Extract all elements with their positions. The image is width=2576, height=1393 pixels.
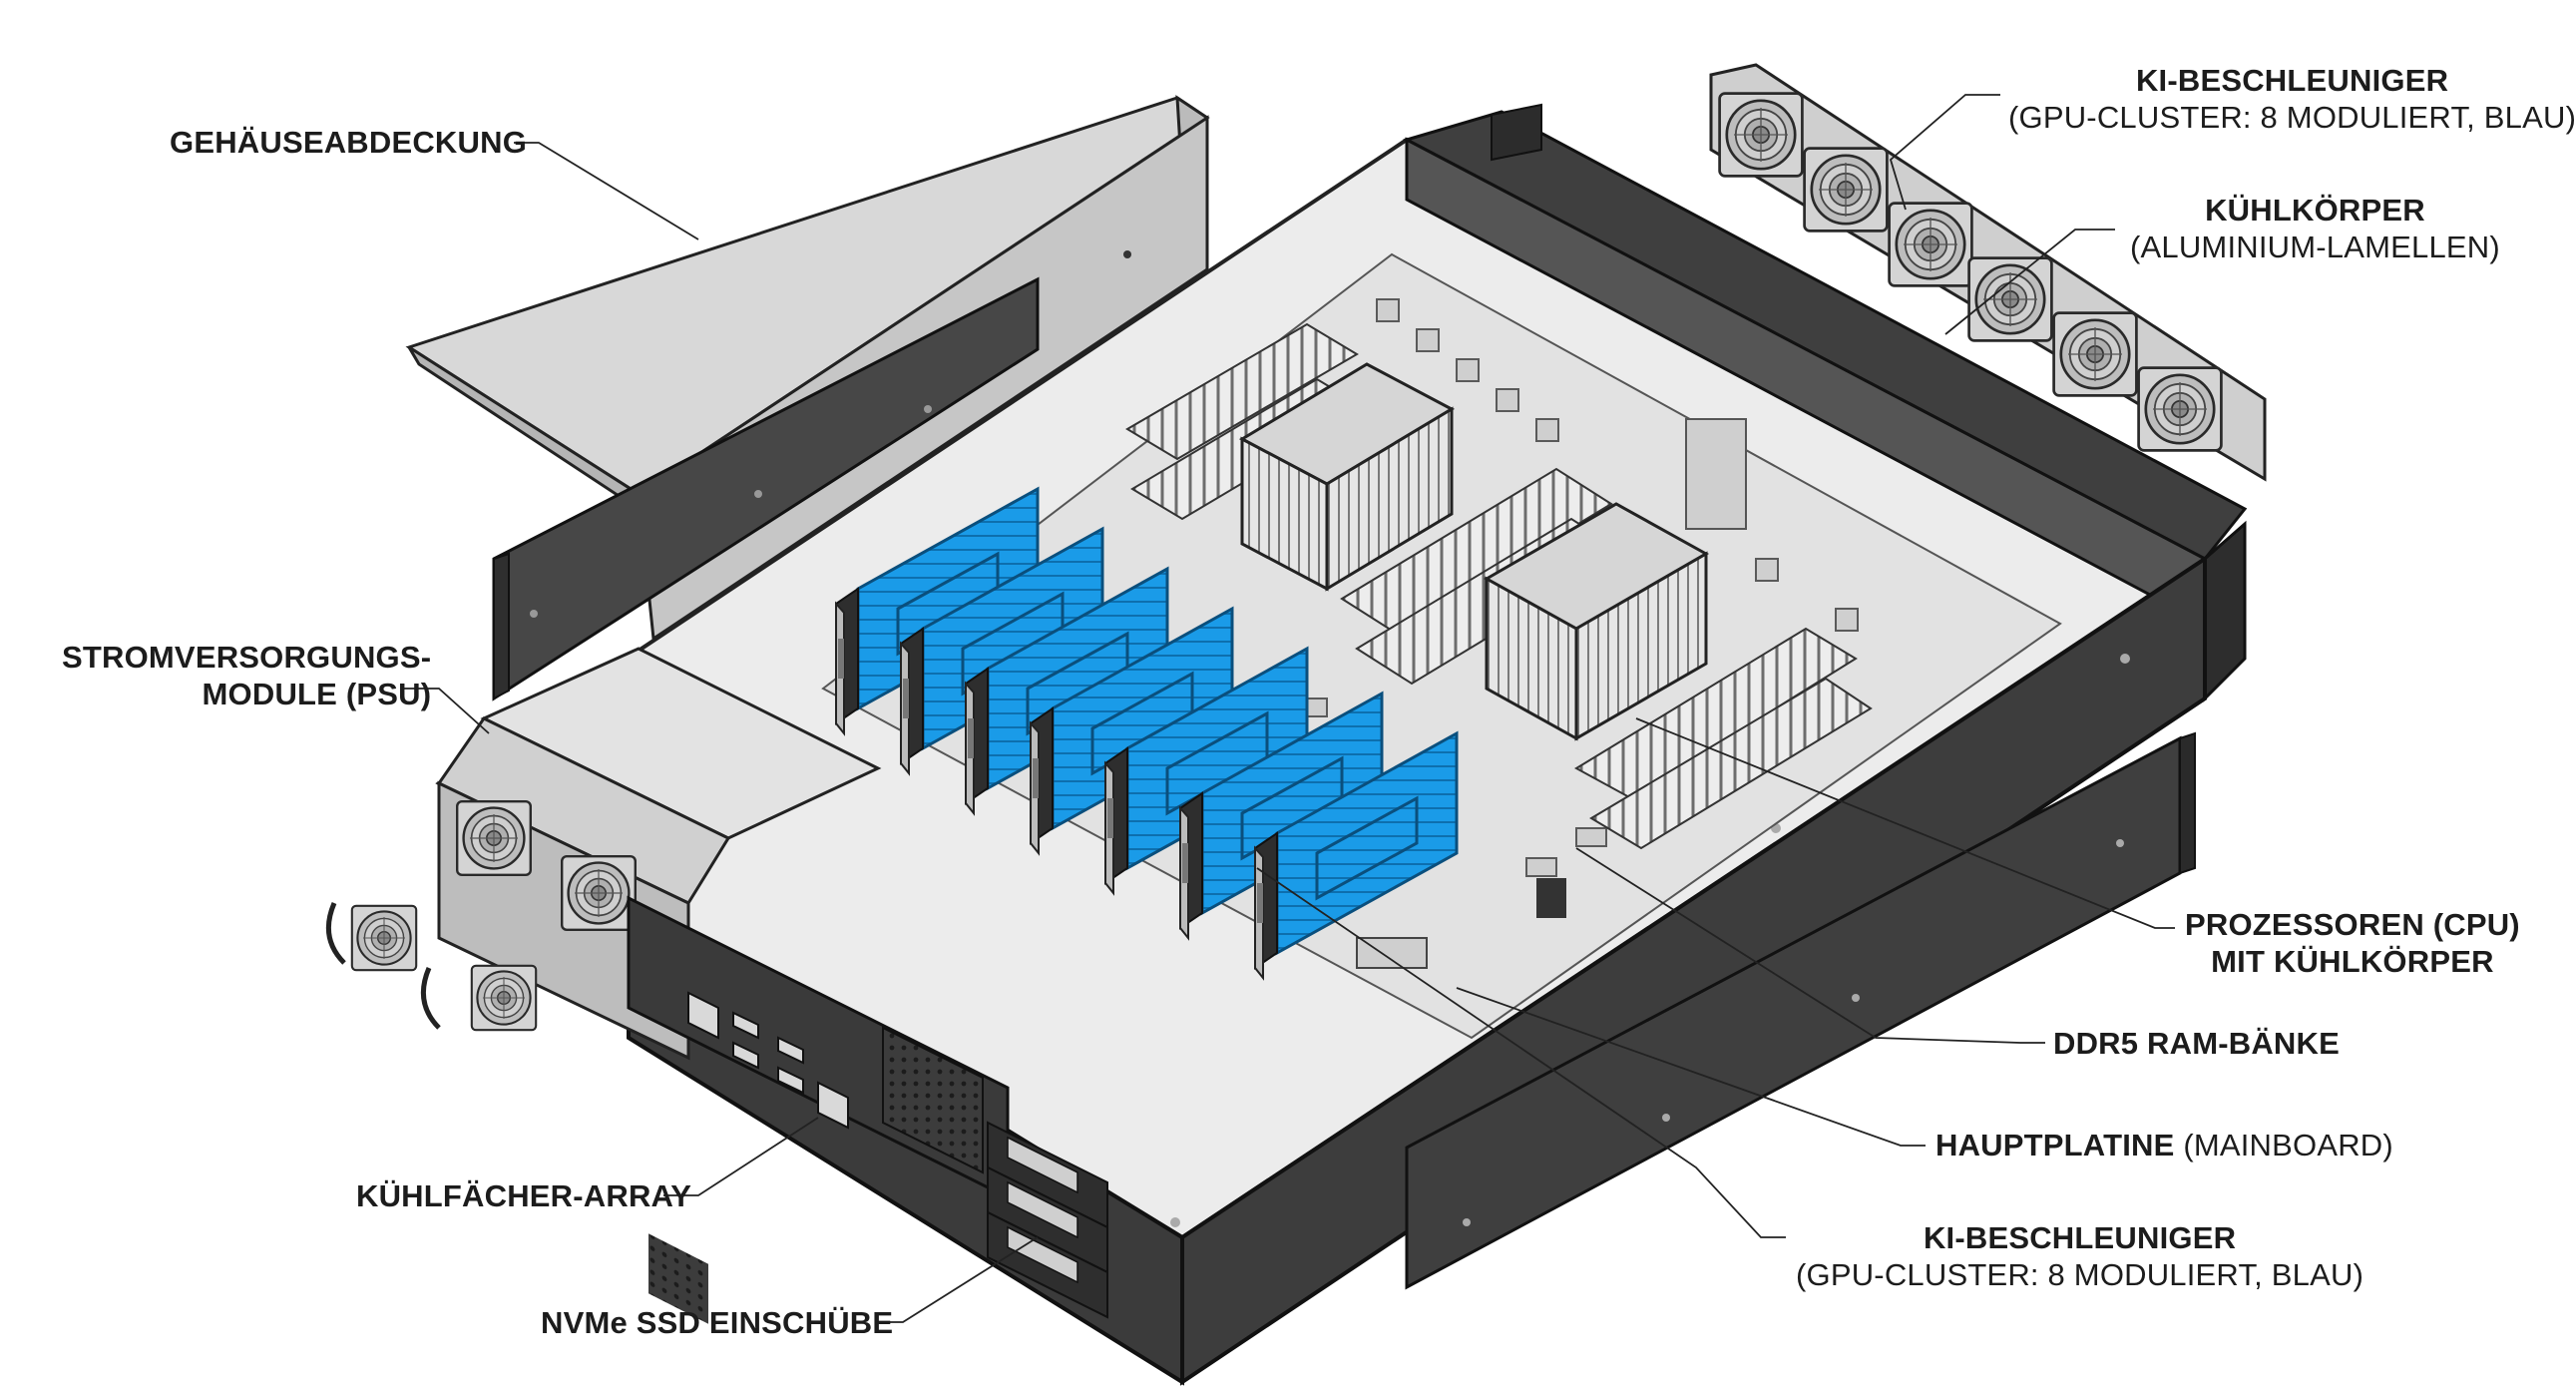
label-ram: DDR5 RAM-BÄNKE xyxy=(2053,1026,2340,1061)
label-heatsink: KÜHLKÖRPER (ALUMINIUM-LAMELLEN) xyxy=(2130,193,2500,264)
psu-modules xyxy=(325,647,882,1061)
label-accelerator-top: KI-BESCHLEUNIGER (GPU-CLUSTER: 8 MODULIE… xyxy=(2008,63,2576,135)
front-panel xyxy=(627,895,1010,1324)
leader-lines xyxy=(404,94,2175,1323)
rear-fan-bank xyxy=(1709,63,2267,482)
label-accelerator-bottom: KI-BESCHLEUNIGER (GPU-CLUSTER: 8 MODULIE… xyxy=(1796,1220,2364,1292)
label-case-cover: GEHÄUSEABDECKUNG xyxy=(170,125,528,160)
label-cpu: PROZESSOREN (CPU) MIT KÜHLKÖRPER xyxy=(2185,907,2520,979)
label-mainboard: HAUPTPLATINE (MAINBOARD) xyxy=(1935,1128,2393,1162)
label-nvme: NVMe SSD EINSCHÜBE xyxy=(541,1305,894,1340)
nvme-bays xyxy=(987,1121,1108,1319)
ethernet-port-icon xyxy=(687,991,719,1040)
side-rail-right xyxy=(1405,731,2196,1290)
side-rail-left xyxy=(492,276,1040,701)
heatsink-icon xyxy=(1238,362,1710,741)
usb-port-icon xyxy=(732,1011,804,1095)
label-psu: STROMVERSORGUNGS- MODULE (PSU) xyxy=(62,640,432,711)
label-fan-array: KÜHLFÄCHER-ARRAY xyxy=(356,1178,692,1213)
